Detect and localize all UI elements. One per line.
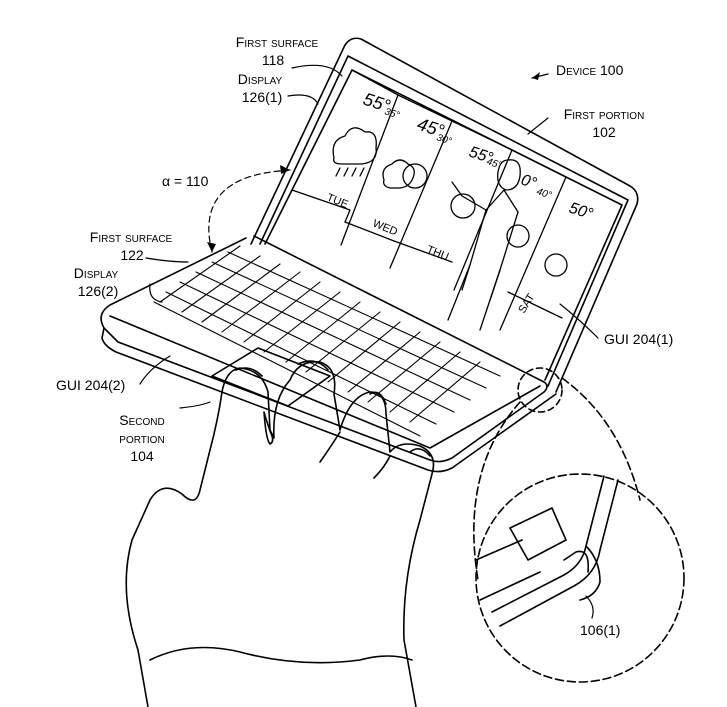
leader-126-2 bbox=[149, 283, 163, 303]
label-gui-2: GUI 204(2) bbox=[56, 377, 126, 393]
hinge-detail bbox=[475, 475, 619, 627]
label-second-portion-b: portion bbox=[119, 430, 165, 446]
label-gui-1: GUI 204(1) bbox=[604, 331, 674, 347]
leader-122 bbox=[145, 257, 189, 263]
label-ref-118: 118 bbox=[261, 52, 285, 68]
weather-icons bbox=[332, 127, 568, 277]
label-display-top: Display bbox=[237, 71, 283, 87]
label-ref-126-1: 126(1) bbox=[241, 89, 283, 105]
label-ref-126-2: 126(2) bbox=[77, 283, 119, 299]
leader-104 bbox=[179, 401, 211, 409]
leader-118 bbox=[291, 64, 343, 77]
leader-gui-2 bbox=[139, 355, 171, 385]
day-sat: SAT bbox=[516, 292, 537, 316]
label-ref-102: 102 bbox=[592, 124, 616, 140]
temp-tue-low: 35° bbox=[383, 106, 401, 121]
alpha-arc bbox=[208, 169, 291, 253]
leader-126-1 bbox=[287, 94, 319, 105]
temp-thu: 55° bbox=[467, 144, 496, 168]
day-wed: WED bbox=[371, 218, 399, 239]
touchpad bbox=[211, 347, 331, 407]
label-second-portion-a: Second bbox=[119, 412, 165, 428]
label-ref-104: 104 bbox=[130, 448, 154, 464]
temp-thu-low: 45° bbox=[485, 156, 503, 171]
label-first-portion: First portion bbox=[563, 106, 645, 122]
temp-wed-low: 30° bbox=[435, 132, 453, 147]
label-first-surface-bottom: First surface bbox=[89, 229, 173, 245]
keyboard-portion bbox=[100, 235, 557, 473]
leader-gui-1 bbox=[559, 303, 599, 339]
label-hinge: 106(1) bbox=[580, 622, 621, 638]
label-device: Device 100 bbox=[556, 62, 624, 78]
temp-fri-low: 40° bbox=[535, 186, 553, 201]
hinge-callout bbox=[473, 367, 685, 683]
weather-screen bbox=[291, 69, 567, 331]
leader-lines bbox=[139, 64, 599, 619]
keyboard-keys bbox=[153, 245, 501, 437]
presenter-figure bbox=[447, 159, 521, 331]
label-display-bottom: Display bbox=[73, 265, 119, 281]
label-ref-122: 122 bbox=[120, 247, 144, 263]
temp-fri: 0° bbox=[519, 172, 539, 193]
label-first-surface-top: First surface bbox=[235, 34, 319, 50]
day-thu: THU bbox=[425, 244, 451, 264]
leader-102 bbox=[527, 117, 549, 135]
hand bbox=[125, 360, 435, 707]
temp-sat: 50° bbox=[567, 200, 596, 224]
day-tue: TUE bbox=[325, 192, 350, 211]
leader-106 bbox=[585, 595, 594, 619]
label-alpha: α = 110 bbox=[162, 173, 209, 189]
